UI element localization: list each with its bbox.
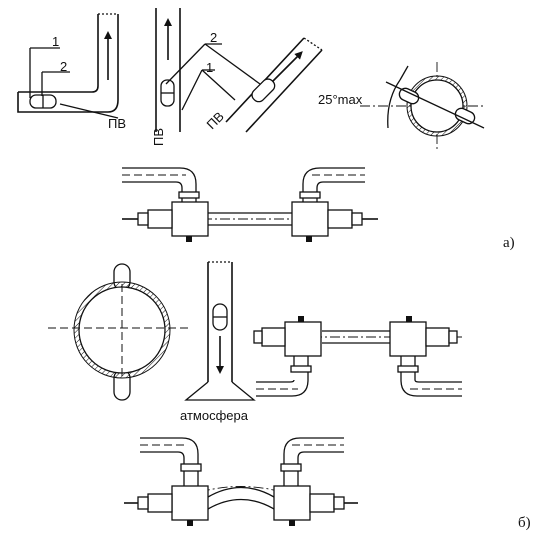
meter-assembly-b-lower	[124, 437, 358, 526]
pipe-vent-atmosphere	[184, 261, 256, 401]
atmosphere-label: атмосфера	[180, 408, 249, 423]
callout-leaders-center	[165, 43, 261, 111]
callout-label-2: 2	[60, 59, 67, 74]
variant-b-label: б)	[518, 515, 531, 531]
pipe-cross-section-angle	[360, 62, 486, 152]
meter-assembly-b-upper	[253, 316, 462, 397]
meter-assembly-a	[122, 167, 378, 242]
callout-label-1: 1	[52, 34, 59, 49]
variant-a-label: а)	[503, 235, 515, 251]
callout-label-1-center: 1	[206, 60, 213, 75]
flow-label-pv-diagonal: ПВ	[204, 109, 227, 132]
flow-label-pv-vertical: ПВ	[151, 128, 166, 146]
flow-label-pv: ПВ	[108, 116, 126, 131]
pipe-vertical	[155, 8, 181, 132]
pipe-diagonal	[225, 37, 323, 133]
callout-label-2-center: 2	[210, 30, 217, 45]
pipe-elbow-horizontal	[17, 13, 119, 119]
pipe-cross-section-large	[48, 263, 190, 401]
angle-label: 25°max	[318, 92, 363, 107]
